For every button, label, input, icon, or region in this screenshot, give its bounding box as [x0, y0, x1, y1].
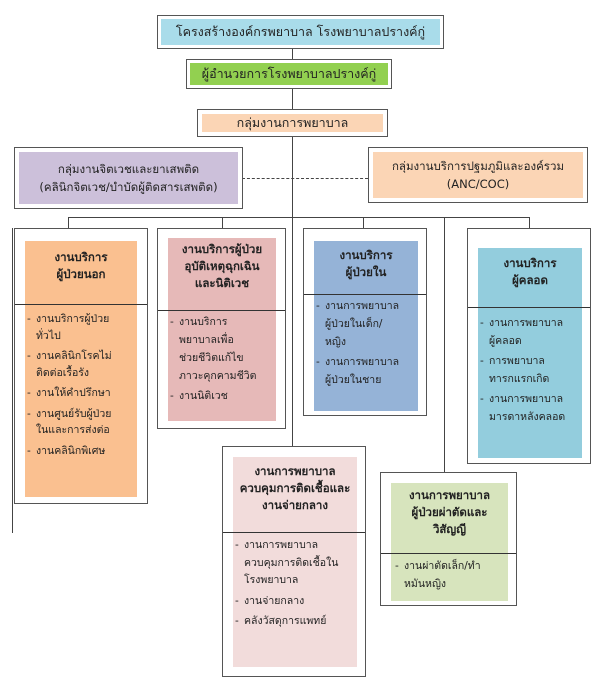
title-text: โครงสร้างองค์กรพยาบาล โรงพยาบาลปรางค์กู่	[161, 19, 440, 45]
connector-drop-emergency	[222, 217, 223, 229]
emergency-heading-line: อุบัติเหตุฉุกเฉิน	[184, 259, 260, 273]
left-margin-mark	[12, 228, 13, 533]
outpatient-box: งานบริการ ผู้ป่วยนอก งานบริการผู้ป่วยทั่…	[14, 228, 148, 504]
outpatient-heading-line: งานบริการ	[54, 250, 108, 264]
title-box: โครงสร้างองค์กรพยาบาล โรงพยาบาลปรางค์กู่	[157, 15, 444, 49]
infection-box: งานการพยาบาล ควบคุมการติดเชื้อและ งานจ่า…	[222, 446, 366, 677]
inpatient-heading-line: งานบริการ	[339, 248, 393, 262]
surgery-box: งานการพยาบาล ผู้ป่วยผ่าตัดและ วิสัญญี งา…	[380, 472, 517, 606]
list-item: งานจ่ายกลาง	[235, 593, 361, 611]
surgery-heading-line: งานการพยาบาล	[408, 488, 491, 502]
connector-drop-outpatient	[68, 217, 69, 229]
connector-drop-surgery	[444, 217, 445, 473]
delivery-heading-line: ผู้คลอด	[512, 273, 548, 287]
connector-director-nursing	[292, 88, 293, 110]
list-item: งานผ่าตัดเล็ก/ทำหมันหญิง	[395, 557, 511, 593]
delivery-heading: งานบริการ ผู้คลอด	[478, 255, 582, 289]
connector-drop-delivery	[529, 217, 530, 229]
emergency-heading: งานบริการผู้ป่วย อุบัติเหตุฉุกเฉิน และนิ…	[166, 241, 278, 292]
outpatient-heading: งานบริการ ผู้ป่วยนอก	[25, 249, 137, 283]
emergency-list: งานบริการพยาบาลเพื่อช่วยชีวิตแก้ไขภาวะคุ…	[170, 313, 280, 405]
nursing-box: กลุ่มงานการพยาบาล	[197, 109, 388, 137]
nursing-text: กลุ่มงานการพยาบาล	[202, 114, 383, 132]
emergency-heading-line: และนิติเวช	[194, 276, 250, 290]
emergency-divider	[158, 310, 285, 311]
outpatient-divider	[15, 304, 147, 305]
list-item: งานบริการผู้ป่วยทั่วไป	[27, 311, 137, 344]
outpatient-list: งานบริการผู้ป่วยทั่วไป งานคลินิกโรคไม่ติ…	[27, 311, 137, 459]
inpatient-box: งานบริการ ผู้ป่วยใน งานการพยาบาลผู้ป่วยใ…	[303, 228, 427, 416]
connector-branch-bar	[68, 217, 529, 218]
psych-line1: กลุ่มงานจิตเวชและยาเสพติด	[57, 162, 200, 176]
director-box: ผู้อำนวยการโรงพยาบาลปรางค์กู่	[186, 59, 392, 89]
psych-content: กลุ่มงานจิตเวชและยาเสพติด (คลินิกจิตเวช/…	[19, 152, 238, 204]
list-item: งานบริการพยาบาลเพื่อช่วยชีวิตแก้ไขภาวะคุ…	[170, 313, 280, 385]
infection-heading-line: ควบคุมการติดเชื้อและ	[239, 481, 351, 495]
connector-title-director	[292, 48, 293, 60]
surgery-heading: งานการพยาบาล ผู้ป่วยผ่าตัดและ วิสัญญี	[389, 487, 510, 538]
inpatient-divider	[304, 294, 426, 295]
list-item: งานนิติเวช	[170, 387, 280, 405]
list-item: งานให้คำปรึกษา	[27, 385, 137, 402]
connector-main-trunk	[292, 136, 293, 446]
delivery-heading-line: งานบริการ	[503, 256, 557, 270]
primary-line1: กลุ่มงานบริการปฐมภูมิและองค์รวม	[391, 159, 565, 173]
list-item: งานคลินิกโรคไม่ติดต่อเรื้อรัง	[27, 348, 137, 381]
primary-line2: (ANC/COC)	[446, 177, 510, 191]
connector-psych-primary	[242, 178, 368, 179]
surgery-heading-line: วิสัญญี	[432, 522, 467, 536]
surgery-divider	[381, 553, 516, 554]
infection-heading-line: งานการพยาบาล	[254, 464, 336, 478]
infection-list: งานการพยาบาลควบคุมการติดเชื้อในโรงพยาบาล…	[235, 537, 361, 631]
infection-heading-line: งานจ่ายกลาง	[262, 498, 328, 512]
inpatient-heading-line: ผู้ป่วยใน	[345, 265, 387, 279]
primary-content: กลุ่มงานบริการปฐมภูมิและองค์รวม (ANC/COC…	[373, 152, 583, 198]
infection-heading: งานการพยาบาล ควบคุมการติดเชื้อและ งานจ่า…	[229, 463, 361, 514]
connector-drop-inpatient	[363, 217, 364, 229]
delivery-divider	[468, 307, 590, 308]
emergency-box: งานบริการผู้ป่วย อุบัติเหตุฉุกเฉิน และนิ…	[157, 228, 286, 429]
primary-box: กลุ่มงานบริการปฐมภูมิและองค์รวม (ANC/COC…	[368, 147, 588, 203]
psych-box: กลุ่มงานจิตเวชและยาเสพติด (คลินิกจิตเวช/…	[14, 147, 243, 209]
infection-divider	[223, 532, 365, 533]
emergency-heading-line: งานบริการผู้ป่วย	[181, 242, 263, 256]
outpatient-heading-line: ผู้ป่วยนอก	[56, 267, 106, 281]
psych-line2: (คลินิกจิตเวช/บำบัดผู้ติดสารเสพติด)	[39, 180, 218, 194]
surgery-list: งานผ่าตัดเล็ก/ทำหมันหญิง	[395, 557, 511, 593]
surgery-heading-line: ผู้ป่วยผ่าตัดและ	[411, 505, 488, 519]
director-text: ผู้อำนวยการโรงพยาบาลปรางค์กู่	[190, 63, 388, 85]
list-item: คลังวัสดุการแพทย์	[235, 613, 361, 631]
list-item: งานคลินิกพิเศษ	[27, 443, 137, 460]
inpatient-heading: งานบริการ ผู้ป่วยใน	[314, 247, 418, 281]
